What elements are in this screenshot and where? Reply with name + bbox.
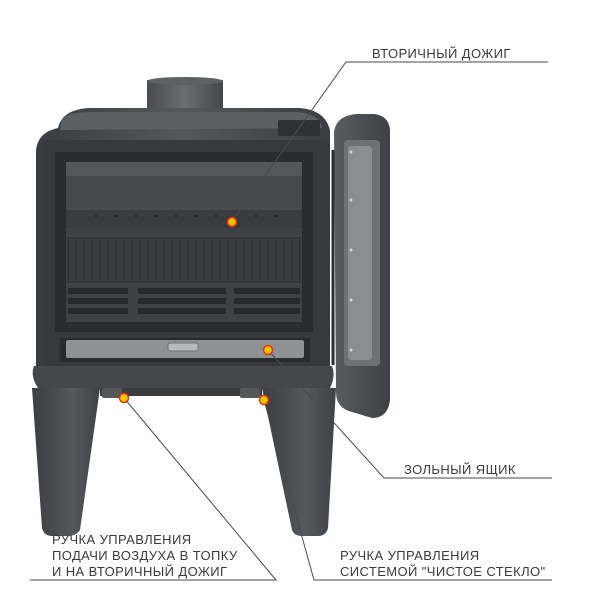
label-air-control: РУЧКА УПРАВЛЕНИЯ ПОДАЧИ ВОЗДУХА В ТОПКУ …	[52, 532, 238, 580]
secondary-burn-holes	[94, 214, 278, 218]
air-control-knob[interactable]	[102, 388, 122, 398]
flue-top	[147, 77, 223, 85]
stove-base	[32, 366, 334, 388]
label-ash-box-text: ЗОЛЬНЫЙ ЯЩИК	[404, 462, 516, 477]
door-rivets	[349, 150, 353, 352]
marker-clean-glass	[258, 394, 270, 406]
label-secondary-burn: ВТОРИЧНЫЙ ДОЖИГ	[372, 46, 511, 62]
leader-ash-box	[267, 349, 552, 479]
label-clean-glass-line-1: РУЧКА УПРАВЛЕНИЯ	[340, 548, 480, 563]
marker-ash-box	[262, 344, 274, 356]
label-secondary-burn-text: ВТОРИЧНЫЙ ДОЖИГ	[372, 46, 511, 61]
firebrick-panel	[67, 237, 301, 283]
leader-air-control	[30, 397, 278, 581]
label-air-control-line-3: И НА ВТОРИЧНЫЙ ДОЖИГ	[52, 564, 228, 579]
grate-bars	[68, 288, 300, 314]
leg-shadow	[100, 388, 262, 396]
secondary-burn-row	[66, 210, 302, 228]
marker-secondary-burn	[226, 216, 238, 228]
label-air-control-line-2: ПОДАЧИ ВОЗДУХА В ТОПКУ	[52, 548, 238, 563]
baffle-plate	[66, 162, 302, 176]
label-ash-box: ЗОЛЬНЫЙ ЯЩИК	[404, 462, 516, 478]
firebox-back	[66, 176, 302, 212]
markers	[118, 216, 274, 406]
leader-secondary-burn	[231, 61, 548, 223]
label-air-control-line-1: РУЧКА УПРАВЛЕНИЯ	[52, 532, 192, 547]
marker-air-control	[118, 392, 130, 404]
clean-glass-knob[interactable]	[240, 388, 260, 398]
ash-box-handle[interactable]	[167, 342, 199, 352]
right-leg	[262, 388, 336, 536]
leader-lines	[30, 61, 552, 581]
door-glass-inner	[348, 146, 372, 360]
leader-clean-glass	[263, 399, 552, 581]
left-leg	[32, 388, 100, 536]
label-clean-glass: РУЧКА УПРАВЛЕНИЯ СИСТЕМОЙ "ЧИСТОЕ СТЕКЛО…	[340, 548, 546, 580]
label-clean-glass-line-2: СИСТЕМОЙ "ЧИСТОЕ СТЕКЛО"	[340, 564, 546, 579]
stove-top	[60, 112, 322, 130]
